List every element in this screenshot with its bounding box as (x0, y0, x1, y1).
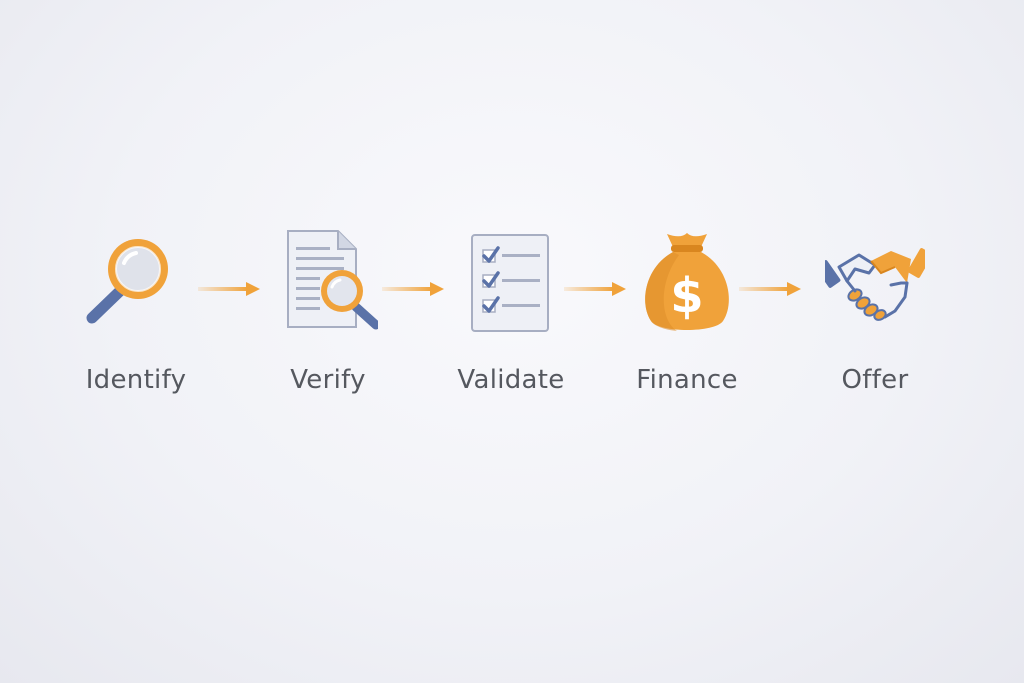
arrow-right-icon (564, 279, 628, 299)
step-label: Finance (636, 365, 738, 395)
handshake-icon (825, 225, 925, 340)
step-label: Offer (841, 365, 909, 395)
document-search-icon (278, 225, 378, 340)
step-finance: $ Finance (607, 225, 767, 415)
checklist-icon (461, 225, 561, 340)
money-bag-icon: $ (637, 225, 737, 340)
step-identify: Identify (56, 225, 216, 415)
step-label: Verify (290, 365, 366, 395)
magnifying-glass-icon (86, 225, 186, 340)
svg-text:$: $ (670, 268, 703, 324)
step-verify: Verify (248, 225, 408, 415)
step-validate: Validate (431, 225, 591, 415)
step-label: Identify (85, 365, 187, 395)
arrow-right-icon (198, 279, 262, 299)
arrow-right-icon (739, 279, 803, 299)
step-label: Validate (457, 365, 565, 395)
step-offer: Offer (795, 225, 955, 415)
arrow-right-icon (382, 279, 446, 299)
